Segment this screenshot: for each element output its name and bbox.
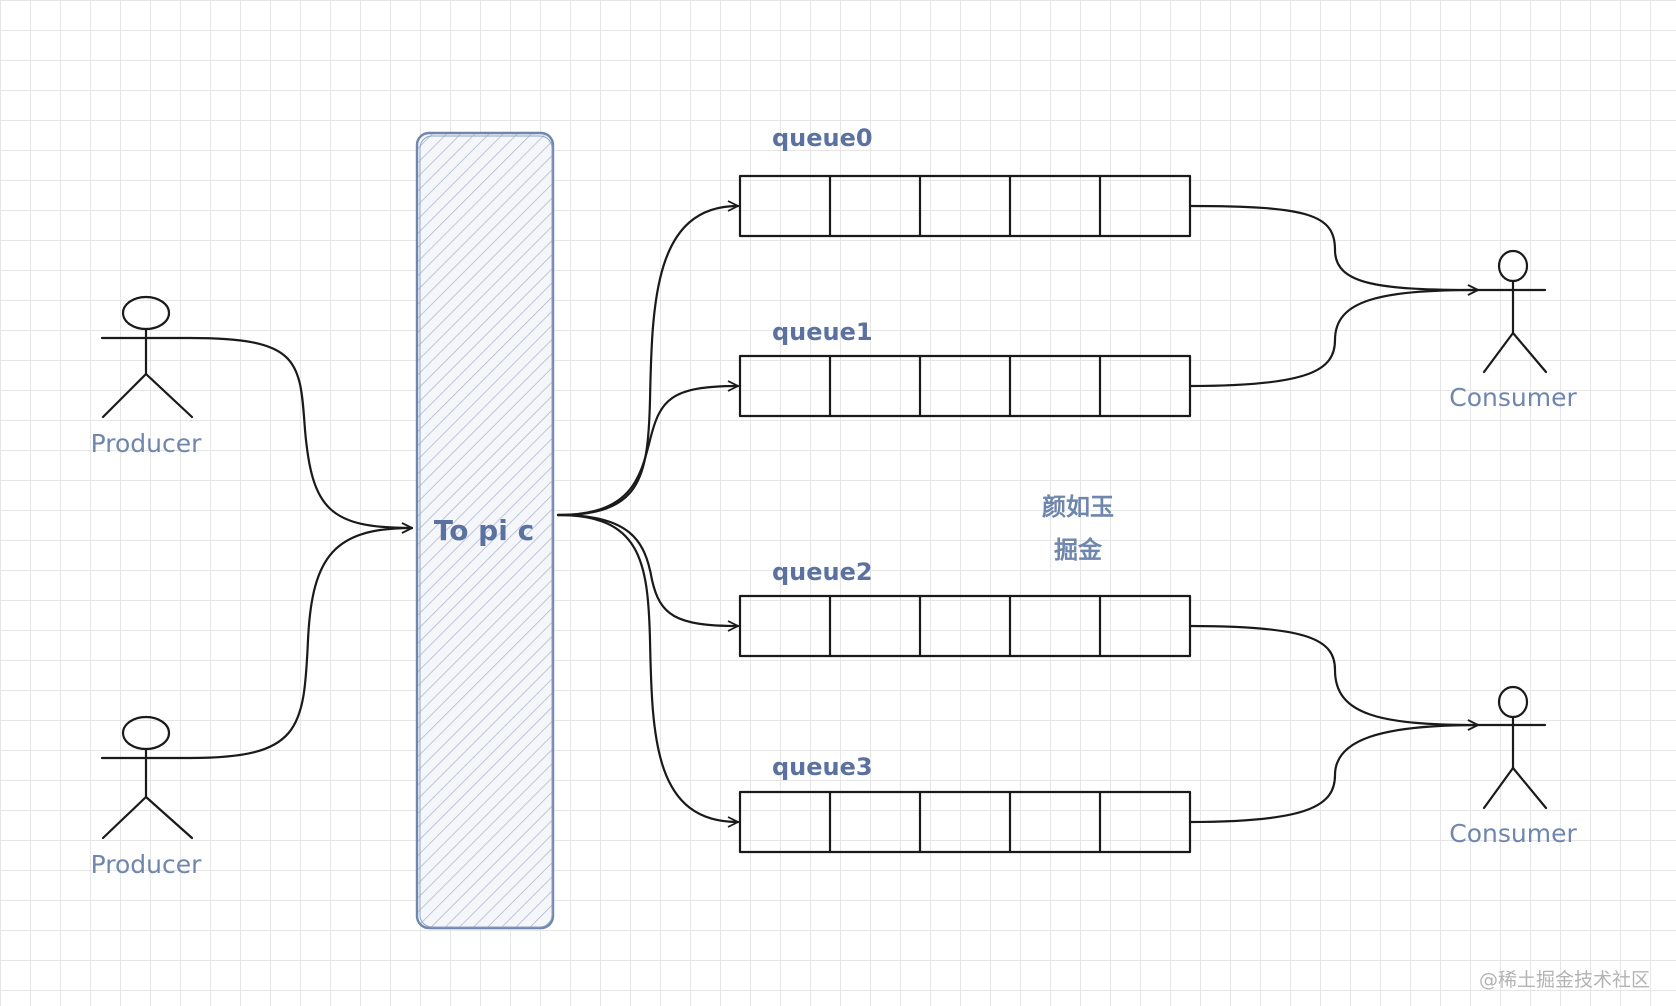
consumer-label: Consumer <box>1449 819 1577 848</box>
footer-watermark: @稀土掘金技术社区 <box>1478 969 1650 991</box>
watermark-line1: 颜如玉 <box>1042 493 1114 521</box>
stick-figure-icon <box>100 715 194 840</box>
topic-to-queue-arrow <box>556 206 740 517</box>
stick-figure-icon <box>100 295 194 419</box>
queue: queue0 <box>738 124 1192 238</box>
topic-box: To pi c <box>415 131 555 930</box>
topic-to-queue-arrow <box>556 513 740 822</box>
topic-to-queue-arrow <box>556 386 740 517</box>
watermark-line2: 掘金 <box>1054 536 1103 564</box>
producer-actor: Producer <box>91 295 203 458</box>
queue: queue1 <box>738 318 1192 418</box>
topic-label: To pi c <box>434 514 534 547</box>
consumer-label: Consumer <box>1449 383 1577 412</box>
queue: queue2 <box>738 558 1192 658</box>
producer-to-topic-arrow <box>188 336 414 528</box>
producer-to-topic-arrow <box>188 528 414 760</box>
consumer-actor: Consumer <box>1449 685 1577 848</box>
queue-to-consumer-arrow <box>1188 725 1480 824</box>
queue-label: queue3 <box>772 753 873 781</box>
queue-label: queue0 <box>772 124 873 152</box>
consumer-actor: Consumer <box>1449 249 1577 412</box>
queue-label: queue1 <box>772 318 873 346</box>
queue: queue3 <box>738 753 1192 854</box>
topic-to-queue-arrow <box>556 513 740 626</box>
stick-figure-icon <box>1476 685 1548 810</box>
producer-actor: Producer <box>91 715 203 879</box>
stick-figure-icon <box>1476 249 1548 374</box>
producer-label: Producer <box>91 429 203 458</box>
queue-to-consumer-arrow <box>1188 290 1480 388</box>
queue-label: queue2 <box>772 558 873 586</box>
queue-to-consumer-arrow <box>1188 624 1480 725</box>
producer-label: Producer <box>91 850 203 879</box>
queue-to-consumer-arrow <box>1188 204 1480 290</box>
